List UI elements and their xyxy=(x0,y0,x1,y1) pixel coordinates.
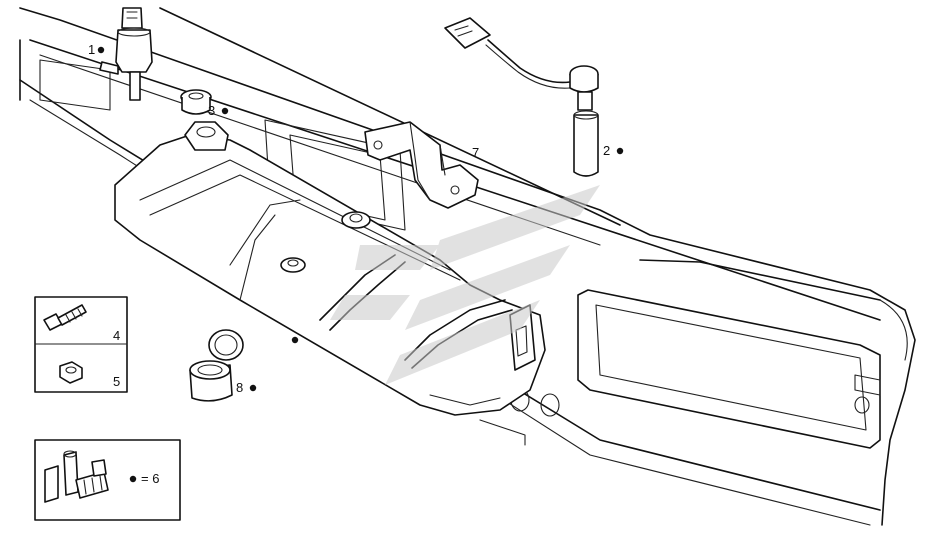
bullet-icon xyxy=(616,147,624,155)
repair-kit-icon xyxy=(44,450,109,503)
callout-2: 2 xyxy=(603,143,610,158)
washer-pump xyxy=(99,7,153,101)
callout-3: 3 xyxy=(208,103,215,118)
level-sensor xyxy=(444,17,599,177)
mounting-bracket xyxy=(364,121,479,209)
nut-icon xyxy=(59,361,83,384)
bullet-icon xyxy=(97,46,105,54)
bullet-icon xyxy=(249,384,257,392)
filler-cap xyxy=(189,329,244,402)
bullet-icon xyxy=(221,107,229,115)
callout-4: 4 xyxy=(113,328,120,343)
callout-7: 7 xyxy=(472,145,479,160)
watermark-logo xyxy=(330,185,600,385)
callout-6: = 6 xyxy=(141,471,159,486)
callout-5: 5 xyxy=(113,374,120,389)
washer-reservoir xyxy=(114,121,546,416)
callout-8: 8 xyxy=(236,380,243,395)
callout-1: 1 xyxy=(88,42,95,57)
bolt-icon xyxy=(43,304,87,331)
fastener-box xyxy=(34,296,128,393)
bullet-icon xyxy=(291,336,299,344)
grommet xyxy=(180,89,212,115)
kit-box xyxy=(34,439,181,521)
bullet-icon xyxy=(129,475,137,483)
